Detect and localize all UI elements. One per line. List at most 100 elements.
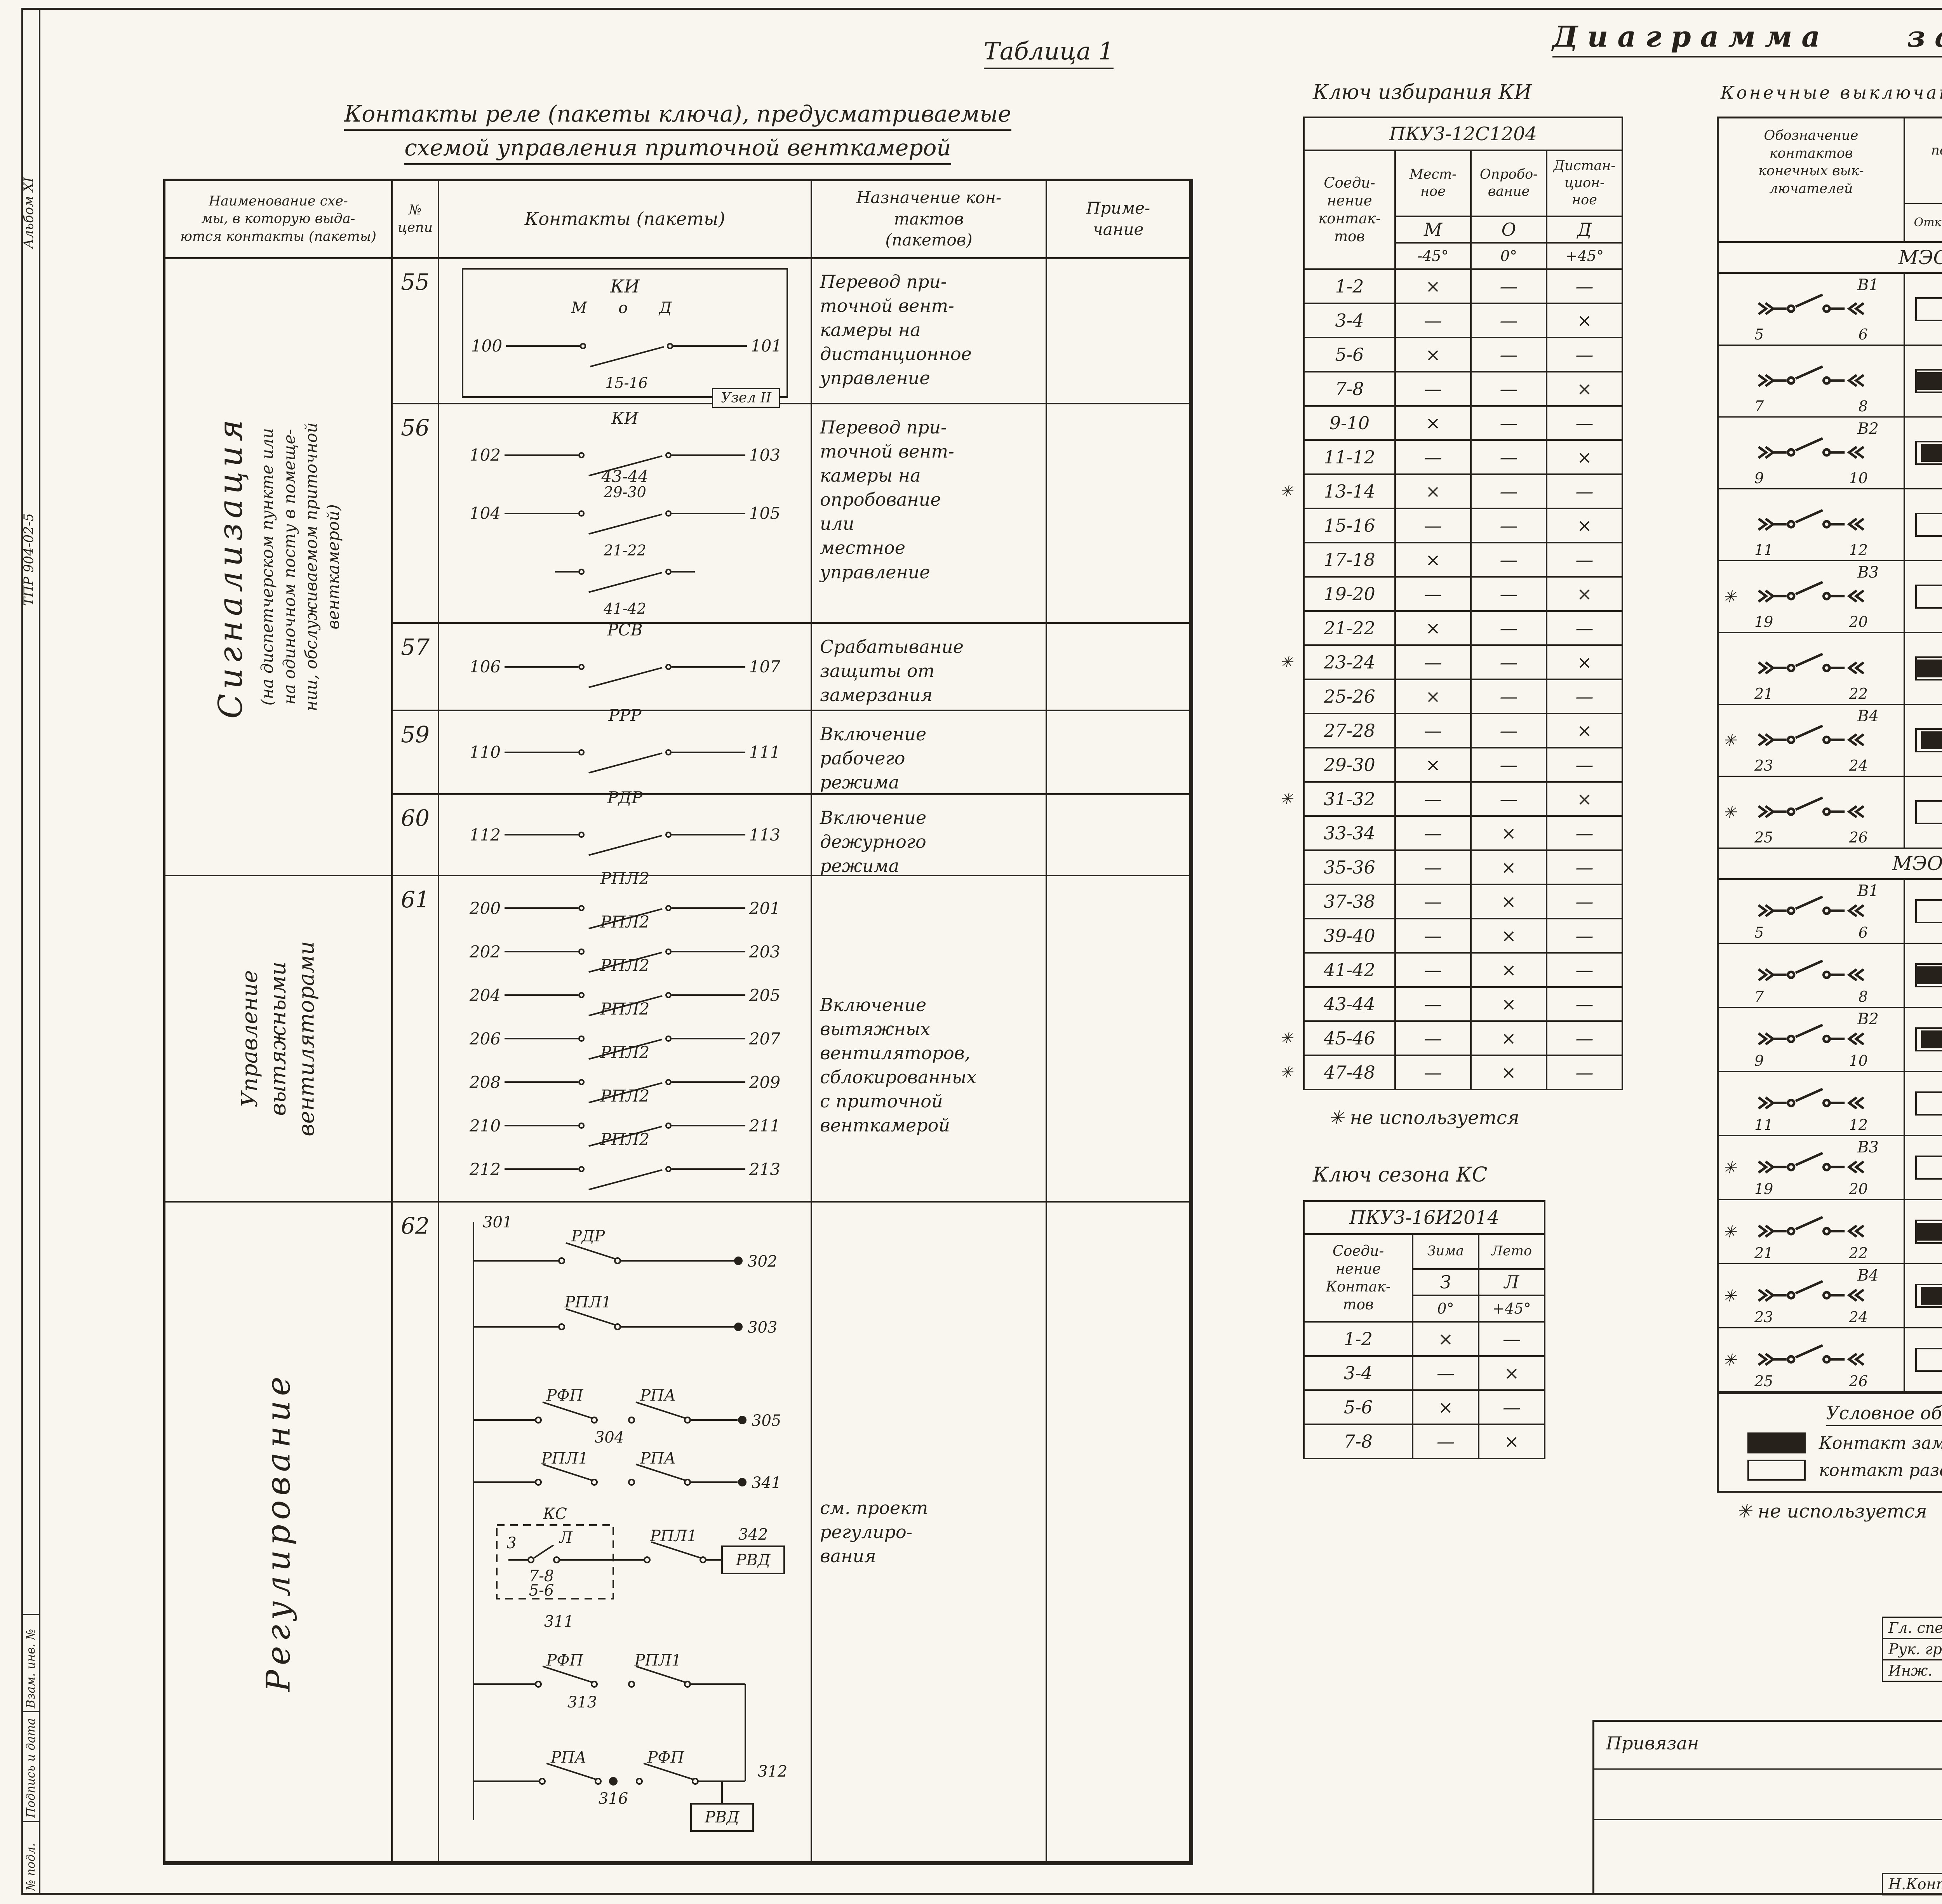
limit-switch-symbol (1758, 724, 1865, 747)
strip-signature-date-label: Подпись и дата (24, 1718, 38, 1818)
wire-number: 312 (758, 1763, 787, 1780)
ki-connection-cell: 15-16 (1303, 508, 1396, 543)
ki-mark-remote: × (1546, 781, 1623, 817)
ki-row: 39-40 — × — (1303, 918, 1623, 954)
ks-mark-winter: × (1412, 1321, 1479, 1357)
closed-contact-swatch (1747, 1432, 1806, 1453)
limit-switch-symbol (1758, 581, 1865, 603)
terminal-number: 7 (1754, 398, 1764, 415)
ki-row: 27-28 — — × (1303, 713, 1623, 748)
ki-connection-cell: 33-34 (1303, 815, 1396, 851)
ki-mark-remote: × (1546, 576, 1623, 612)
ki-mark-remote: — (1546, 952, 1623, 988)
closure-bar-cell (1905, 418, 1942, 488)
ki-row: 1-2 × — — (1303, 268, 1623, 304)
linked-stamp-box: Привязан (1592, 1720, 1942, 1895)
ki-mark-test: — (1470, 508, 1547, 543)
relay-name: КИ (611, 408, 639, 428)
terminal-number: 21 (1754, 685, 1773, 702)
legend-closed-row: Контакт замкнут (1732, 1432, 1942, 1453)
ki-mark-local: — (1394, 1020, 1472, 1056)
wire-number: 302 (748, 1253, 777, 1270)
wire-number: 106 (469, 657, 501, 676)
terminal-number: 25 (1754, 1373, 1773, 1390)
group-exhaust-fans-label: Управление вытяжными вентиляторами (237, 941, 319, 1136)
wire-number: 107 (749, 657, 781, 676)
ki-connection-cell: 27-28 (1303, 713, 1396, 748)
relay-name: РПЛ2 (600, 1043, 650, 1062)
contact-pair: 25-26 (1324, 686, 1375, 707)
contact-pair: 21-22 (1324, 618, 1375, 639)
contacts-row56: 102 103 КИ 29-30 104 105 43-44 21-22 (439, 404, 812, 624)
ki-mark-test: — (1470, 473, 1547, 509)
terminal-number: 25 (1754, 829, 1773, 846)
wire (505, 1125, 578, 1126)
closure-bar-cell (1905, 1136, 1942, 1199)
contact-symbol (578, 1157, 672, 1190)
contacts-row57: 106 107 РСВ (439, 620, 812, 711)
terminal-number: 20 (1849, 1180, 1868, 1197)
note-cell (1047, 1203, 1191, 1863)
wire-number: 304 (595, 1429, 624, 1446)
contact-line: 200 201 РПЛ2 (466, 869, 784, 930)
closure-bar (1915, 441, 1942, 465)
relay-coil: РВД (705, 1808, 740, 1826)
wire-number: 313 (567, 1693, 597, 1711)
wire-number: 103 (749, 446, 781, 465)
contact-line: 210 211 РПЛ2 (466, 1086, 784, 1147)
closure-bar (1915, 1156, 1942, 1180)
terminal-number: 8 (1858, 988, 1868, 1005)
contact-pair-label: 43-44 (601, 466, 649, 486)
contact-closed-segment (1921, 1287, 1942, 1305)
ki-col-local: Мест- ное (1394, 150, 1472, 217)
col-header-purpose: Назначение кон- тактов (пакетов) (812, 181, 1047, 259)
closure-bar-cell (1905, 777, 1942, 848)
ki-mark-local: × (1394, 405, 1472, 441)
wire-number: 203 (749, 942, 781, 961)
terminal-number: 6 (1858, 924, 1868, 941)
contact-line: 212 213 РПЛ2 (466, 1130, 784, 1191)
relay-name: РПА (550, 1749, 586, 1767)
terminal-number: 9 (1754, 1052, 1764, 1069)
ki-mark-test: × (1470, 918, 1547, 954)
limit-switch-symbol (1758, 1216, 1865, 1238)
limit-switch-row: В1 5 6 (1719, 274, 1942, 346)
ki-mark-remote: — (1546, 747, 1623, 783)
note-cell (1047, 876, 1191, 1203)
ki-mark-test: — (1470, 610, 1547, 646)
ki-connection-cell: 11-12 (1303, 439, 1396, 475)
relay-name: РПЛ2 (600, 912, 650, 931)
ks-rows: 1-2 × — 3-4 — × 5-6 × — 7-8 (1303, 1321, 1545, 1459)
wire (672, 512, 745, 514)
contact-pair: 15-16 (1324, 515, 1375, 536)
contact-line: 204 205 РПЛ2 (466, 956, 784, 1017)
ki-model: ПКУ3-12С1204 (1303, 117, 1623, 151)
group-regulation-label: Регулирование (259, 1372, 298, 1692)
contact-line: 202 203 РПЛ2 (466, 912, 784, 973)
legend-closed-label: Контакт замкнут (1819, 1433, 1942, 1453)
ki-row: 37-38 — × — (1303, 884, 1623, 919)
ki-mark-local: — (1394, 644, 1472, 680)
wire (506, 345, 580, 347)
contact-closed-segment (1917, 966, 1942, 984)
ki-row: ✳45-46 — × — (1280, 1020, 1623, 1056)
ks-row: 1-2 × — (1303, 1321, 1545, 1357)
contact-pair: 23-24 (1324, 652, 1375, 673)
ki-row: 11-12 — — × (1303, 439, 1623, 475)
limit-switch-row: ✳ 21 22 (1719, 1200, 1942, 1264)
ki-mark-remote: — (1546, 337, 1623, 372)
not-used-star: ✳ (1280, 1029, 1293, 1047)
meo-left-header: Обозначение контактов конечных вык- люча… (1719, 118, 1942, 243)
ki-mark-test: × (1470, 1055, 1547, 1090)
ki-connection-cell: 9-10 (1303, 405, 1396, 441)
contact-symbol (578, 822, 672, 856)
ki-mark-local: × (1394, 747, 1472, 783)
closure-bar (1915, 1284, 1942, 1308)
contacts-row60: 112 113 РДР (439, 788, 812, 876)
ks-mark-summer: × (1478, 1424, 1545, 1459)
circuit-number: 57 (393, 624, 439, 711)
ki-mark-test: × (1470, 849, 1547, 885)
wire (505, 1081, 578, 1083)
ki-row: 15-16 — — × (1303, 508, 1623, 543)
signature-row: Гл. спец Яловецкий ≈ (1882, 1618, 1942, 1639)
